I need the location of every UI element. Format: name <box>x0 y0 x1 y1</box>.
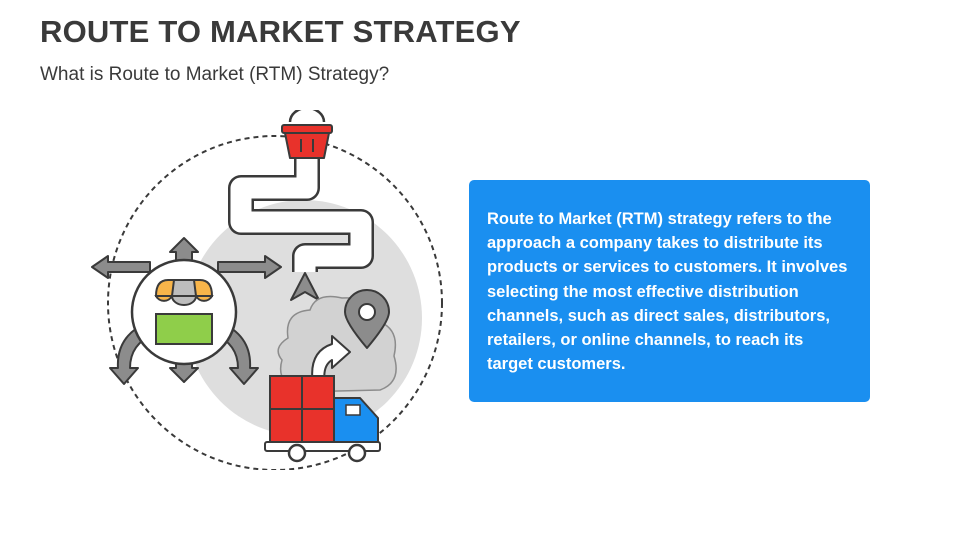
delivery-truck-icon <box>264 397 381 463</box>
cargo-boxes-icon <box>269 375 335 443</box>
shopping-basket-icon <box>281 110 333 159</box>
location-pin-icon <box>344 289 390 349</box>
route-path-icon <box>228 158 374 272</box>
navigation-arrow-icon <box>290 272 320 301</box>
route-to-market-illustration <box>91 110 443 470</box>
shop-icon <box>130 258 238 366</box>
dashed-ring <box>107 135 443 470</box>
description-card: Route to Market (RTM) strategy refers to… <box>469 180 870 402</box>
slide-subtitle: What is Route to Market (RTM) Strategy? <box>40 64 390 85</box>
description-text: Route to Market (RTM) strategy refers to… <box>487 210 848 374</box>
slide-title: ROUTE TO MARKET STRATEGY <box>40 14 521 49</box>
